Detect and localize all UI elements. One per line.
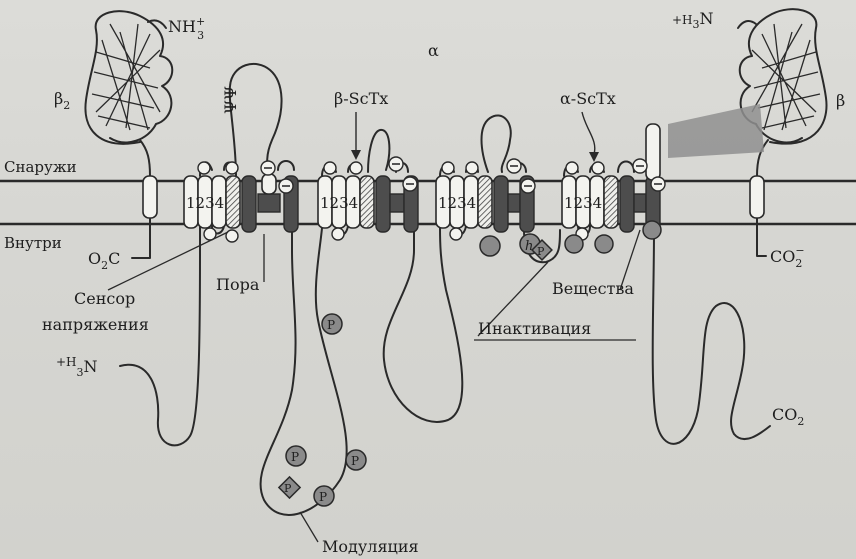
o2c-label: O2C bbox=[88, 249, 120, 272]
phos-label: P bbox=[284, 482, 292, 495]
glycosylation: ΨΨ bbox=[221, 86, 240, 114]
h3n-top-label: +H3N bbox=[672, 9, 714, 31]
outside-label: Снаружи bbox=[4, 158, 77, 176]
modulation-pointer bbox=[300, 512, 318, 542]
domain-1-segment-numbers: 1234 bbox=[186, 194, 224, 212]
sensor-pointer bbox=[108, 232, 228, 290]
helix-d1-s4 bbox=[226, 176, 240, 228]
helix-d1-s5 bbox=[242, 176, 256, 232]
pointer-lines bbox=[108, 230, 640, 542]
phos-label: P bbox=[327, 318, 335, 332]
voltage-sensor-label-2: напряжения bbox=[42, 315, 149, 334]
phos-label: P bbox=[351, 454, 359, 468]
inactivation-gate: h P bbox=[520, 234, 552, 260]
alpha-label: α bbox=[428, 41, 439, 60]
drug-site-bead bbox=[565, 235, 583, 253]
alpha-sctx-arrow bbox=[582, 112, 595, 154]
domain-4-segment-numbers: 1234 bbox=[564, 194, 602, 212]
drug-site-bead bbox=[595, 235, 613, 253]
substances-label: Вещества bbox=[552, 279, 634, 298]
pore-label: Пора bbox=[216, 275, 260, 294]
beta1-contact-helix bbox=[646, 124, 660, 180]
domain-3-segment-numbers: 1234 bbox=[438, 194, 476, 212]
beta1-subunit bbox=[668, 9, 827, 240]
disulfide-link bbox=[668, 104, 764, 158]
co2-right-label: CO2− bbox=[770, 244, 805, 270]
membrane bbox=[0, 181, 856, 224]
h-gate-label: h bbox=[525, 239, 533, 254]
pore-loop-d1 bbox=[258, 194, 280, 212]
domain-2-segment-numbers: 1234 bbox=[320, 194, 358, 212]
domain-4: 1234 bbox=[562, 124, 660, 232]
h3n-left-label: +H3N bbox=[56, 355, 98, 379]
beta2-subunit bbox=[85, 11, 172, 240]
beta1-label: β bbox=[836, 91, 845, 110]
phos-label: P bbox=[291, 450, 299, 464]
inactivation-label: Инактивация bbox=[478, 319, 591, 338]
inside-label: Внутри bbox=[4, 234, 62, 252]
alpha-sctx-label: α-ScTx bbox=[560, 89, 616, 108]
drug-site-bead bbox=[643, 221, 661, 239]
domain-3: 1234 bbox=[436, 176, 534, 232]
co2-lower-label: CO2 bbox=[772, 405, 804, 428]
voltage-sensor-label-1: Сенсор bbox=[74, 289, 135, 308]
beta-sctx-label: β-ScTx bbox=[334, 89, 388, 108]
phos-label-inact: P bbox=[537, 245, 545, 258]
beta2-label: β2 bbox=[54, 89, 70, 112]
nh3-label: NH+3 bbox=[168, 15, 205, 42]
modulation-label: Модуляция bbox=[322, 537, 419, 556]
glycosylation-symbols: ΨΨ bbox=[221, 86, 240, 114]
drug-site-bead bbox=[480, 236, 500, 256]
phos-label: P bbox=[319, 490, 327, 504]
